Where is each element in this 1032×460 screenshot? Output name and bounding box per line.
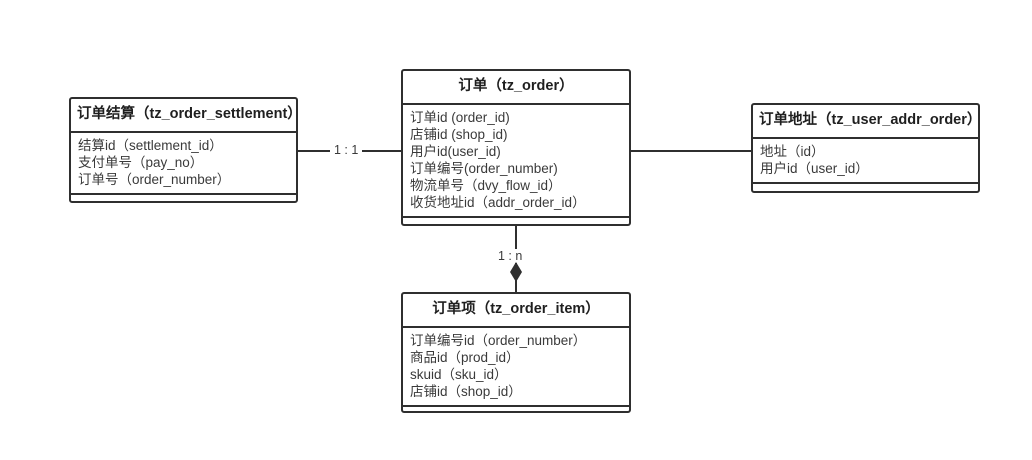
entity-user-addr-order[interactable]: 订单地址（tz_user_addr_order） 地址（id） 用户id（use… — [751, 103, 981, 193]
field-row: 支付单号（pay_no） — [78, 154, 204, 170]
entity-title-order-item: 订单项（tz_order_item） — [403, 294, 629, 328]
entity-fields-order: 订单id (order_id) 店铺id (shop_id) 用户id(user… — [403, 105, 629, 218]
field-row: 订单编号id（order_number） — [410, 332, 587, 348]
entity-order-settlement[interactable]: 订单结算（tz_order_settlement） 结算id（settlemen… — [69, 97, 302, 203]
entity-fields-user-addr-order: 地址（id） 用户id（user_id） — [753, 139, 978, 184]
entity-order[interactable]: 订单（tz_order） 订单id (order_id) 店铺id (shop_… — [401, 69, 631, 226]
entity-title-user-addr-order: 订单地址（tz_user_addr_order） — [753, 105, 981, 139]
entity-order-item[interactable]: 订单项（tz_order_item） 订单编号id（order_number） … — [401, 292, 631, 413]
relationship-label-settlement-order: 1 : 1 — [330, 143, 363, 157]
field-row: 物流单号（dvy_flow_id） — [410, 177, 562, 193]
field-row: 收货地址id（addr_order_id） — [410, 194, 586, 210]
aggregation-diamond-icon — [510, 262, 522, 282]
field-row: 商品id（prod_id） — [410, 349, 520, 365]
field-row: 订单号（order_number） — [78, 171, 231, 187]
field-row: skuid（sku_id） — [410, 366, 508, 382]
entity-fields-order-item: 订单编号id（order_number） 商品id（prod_id） skuid… — [403, 328, 629, 407]
field-row: 用户id(user_id) — [410, 143, 501, 159]
entity-footer-user-addr-order — [753, 184, 978, 198]
field-row: 用户id（user_id） — [760, 160, 869, 176]
field-row: 地址（id） — [760, 143, 825, 159]
entity-footer-order-settlement — [71, 195, 296, 209]
field-row: 订单编号(order_number) — [410, 160, 558, 176]
entity-footer-order — [403, 218, 629, 232]
relationship-label-order-item: 1 : n — [494, 249, 527, 263]
field-row: 结算id（settlement_id） — [78, 137, 223, 153]
connector-order-address — [631, 150, 751, 152]
entity-footer-order-item — [403, 407, 629, 421]
field-row: 订单id (order_id) — [410, 109, 510, 125]
field-row: 店铺id（shop_id） — [410, 383, 522, 399]
entity-fields-order-settlement: 结算id（settlement_id） 支付单号（pay_no） 订单号（ord… — [71, 133, 296, 195]
field-row: 店铺id (shop_id) — [410, 126, 508, 142]
entity-title-order-settlement: 订单结算（tz_order_settlement） — [71, 99, 302, 133]
entity-title-order: 订单（tz_order） — [403, 71, 629, 105]
